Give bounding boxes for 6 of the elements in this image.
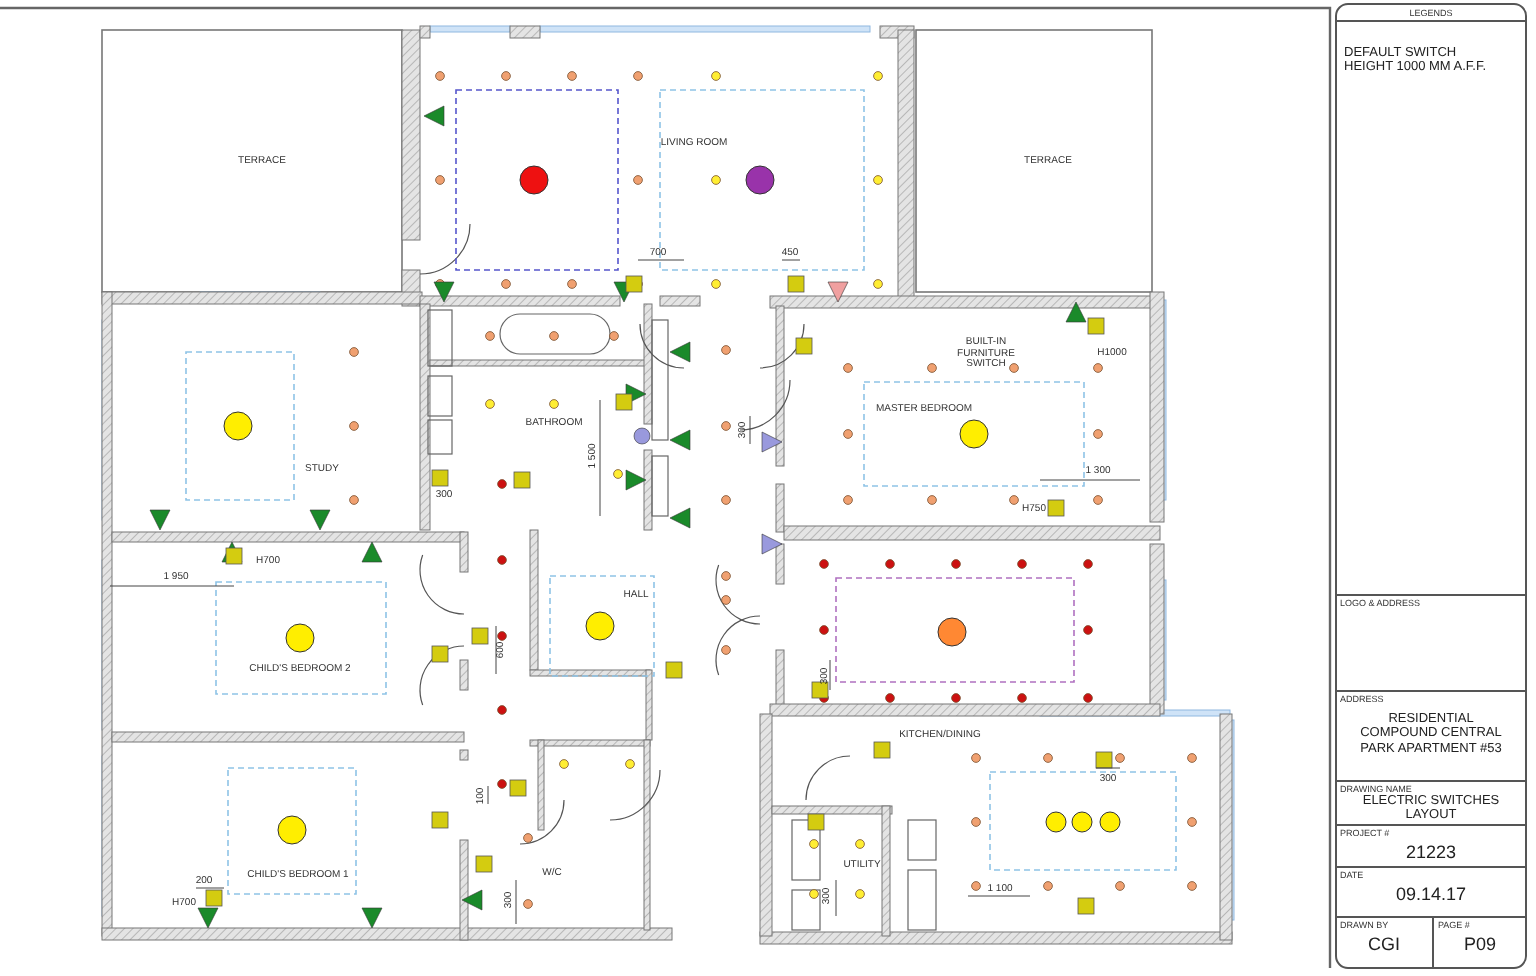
title-block-cell	[1432, 916, 1526, 968]
field-value: CGI	[1365, 934, 1402, 955]
title-block-cell	[1336, 780, 1526, 824]
field-value: 09.14.17	[1393, 884, 1469, 905]
field-value: P09	[1461, 934, 1498, 955]
field-value: 21223	[1403, 842, 1459, 863]
